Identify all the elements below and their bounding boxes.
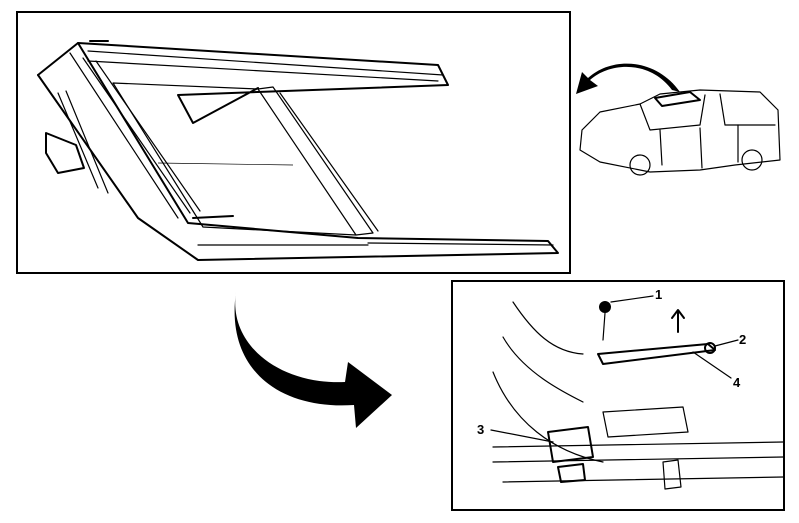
orientation-arrow-icon (576, 63, 680, 94)
leader-line-3 (490, 429, 554, 443)
callout-2: 2 (739, 332, 747, 347)
callout-4: 4 (733, 375, 741, 390)
sunroof-assembly-panel (16, 11, 571, 274)
leader-line-1 (610, 295, 654, 303)
curved-arrow-icon (234, 292, 392, 428)
detail-drawing (490, 295, 784, 490)
callout-1: 1 (655, 287, 663, 302)
leader-line-2 (714, 339, 739, 347)
callout-3: 3 (477, 422, 485, 437)
sunroof-frame-drawing (37, 40, 559, 261)
leader-line-4 (692, 351, 732, 379)
truck-outline (579, 89, 781, 173)
detail-view-panel: 1 2 3 4 (451, 280, 785, 511)
